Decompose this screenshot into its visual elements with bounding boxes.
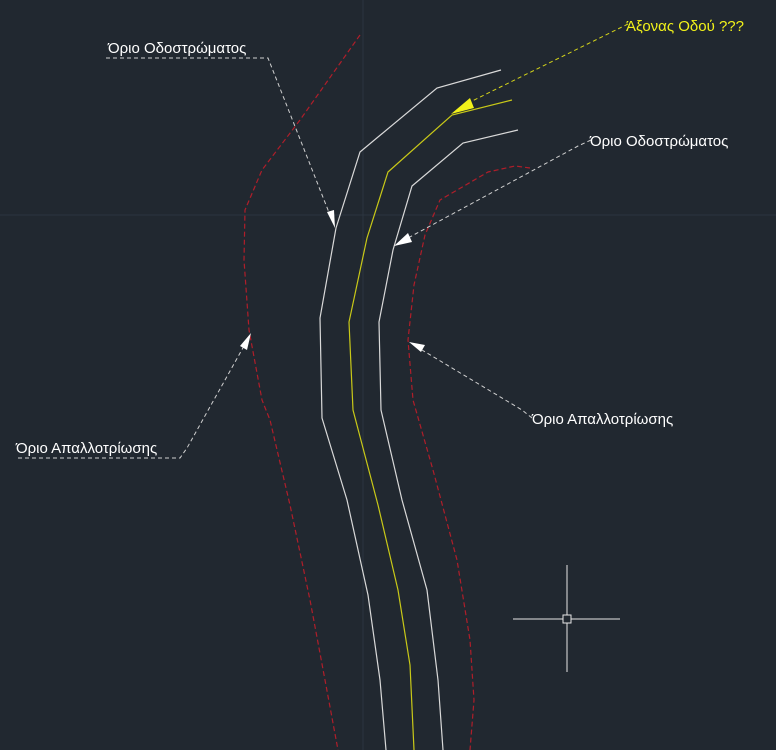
road-edge-left-label: Όριο Οδοστρώματος <box>107 40 246 57</box>
leader-road-edge-left[interactable]: Όριο Οδοστρώματος <box>106 40 335 228</box>
leader-road-edge-right[interactable]: Όριο Οδοστρώματος <box>394 133 728 246</box>
road-edge-left[interactable] <box>319 69 502 750</box>
expropriation-right-label: Όριο Απαλλοτρίωσης <box>531 411 673 428</box>
road-axis-label: Άξονας Οδού ??? <box>626 18 744 35</box>
expropriation-boundary-right[interactable] <box>407 165 531 750</box>
leader-road-axis[interactable]: Άξονας Οδού ??? <box>451 18 744 114</box>
leader-line <box>106 57 331 216</box>
crosshair-pickbox-icon <box>513 565 620 672</box>
arrowhead-icon <box>327 210 335 228</box>
road-axis[interactable] <box>348 99 513 750</box>
arrowhead-icon <box>240 333 251 350</box>
leader-line <box>18 345 245 459</box>
road-edge-right-label: Όριο Οδοστρώματος <box>589 133 728 150</box>
arrowhead-icon <box>394 233 412 246</box>
expropriation-boundary-left[interactable] <box>243 34 361 750</box>
leader-expropriation-left[interactable]: Όριο Απαλλοτρίωσης <box>15 333 251 459</box>
arrowhead-icon <box>451 98 474 114</box>
expropriation-left-label: Όριο Απαλλοτρίωσης <box>15 440 157 457</box>
leader-line <box>407 139 592 239</box>
road-edge-right[interactable] <box>378 129 519 750</box>
arrowhead-icon <box>409 342 425 352</box>
leader-expropriation-right[interactable]: Όριο Απαλλοτρίωσης <box>409 342 673 428</box>
leader-line <box>465 23 629 105</box>
